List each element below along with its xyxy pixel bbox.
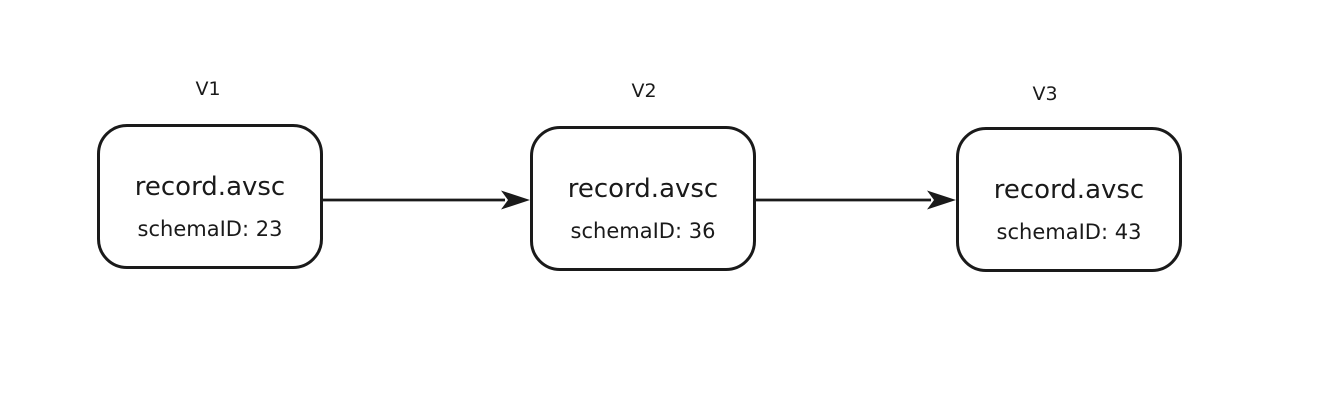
arrow-v2-v3: [752, 190, 956, 210]
schema-node-v1: record.avsc schemaID: 23: [97, 124, 323, 269]
node-title: record.avsc: [993, 174, 1145, 205]
node-title: record.avsc: [134, 171, 286, 202]
schema-node-v2: record.avsc schemaID: 36: [530, 126, 756, 271]
node-schema-id: schemaID: 23: [137, 216, 283, 241]
node-version-label-v1: V1: [195, 78, 221, 100]
node-version-label-v2: V2: [631, 80, 657, 102]
arrow-v1-v2: [323, 190, 530, 210]
node-schema-id: schemaID: 36: [570, 218, 716, 243]
node-version-label-v3: V3: [1032, 83, 1058, 105]
node-title: record.avsc: [567, 173, 719, 204]
node-schema-id: schemaID: 43: [996, 219, 1142, 244]
schema-node-v3: record.avsc schemaID: 43: [956, 127, 1182, 272]
